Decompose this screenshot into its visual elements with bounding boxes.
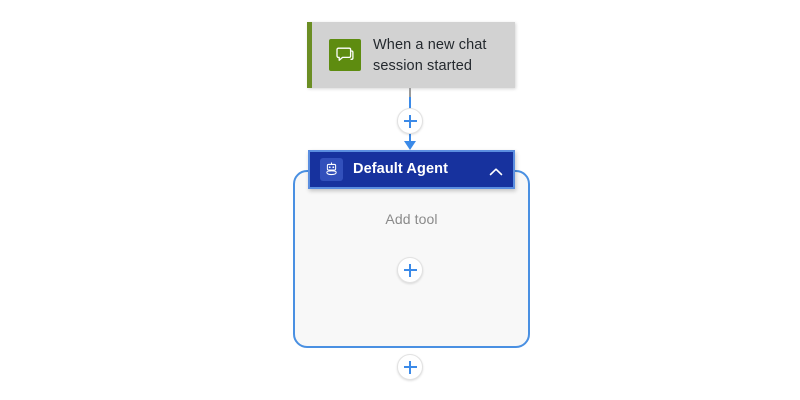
- trigger-title-line-1: When a new chat: [373, 37, 487, 53]
- add-step-button-connector[interactable]: [397, 108, 423, 134]
- plus-icon-vertical: [409, 360, 411, 374]
- connector-stub: [409, 88, 411, 98]
- agent-node-default-agent[interactable]: Default Agent: [308, 150, 515, 189]
- trigger-title-line-2: session started: [373, 58, 473, 74]
- agent-node-title: Default Agent: [353, 161, 449, 177]
- plus-icon-vertical: [409, 114, 411, 128]
- plus-icon-vertical: [409, 263, 411, 277]
- bot-icon: [320, 158, 343, 181]
- chevron-up-icon[interactable]: [489, 164, 503, 176]
- add-tool-label: Add tool: [385, 211, 438, 227]
- chat-bubble-icon: [329, 39, 361, 71]
- connector-arrowhead-icon: [404, 141, 416, 150]
- trigger-node-title: When a new chat session started: [373, 35, 507, 77]
- add-step-button-bottom[interactable]: [397, 354, 423, 380]
- add-tool-button[interactable]: [397, 257, 423, 283]
- trigger-accent-bar: [307, 22, 312, 88]
- trigger-node-when-new-chat-session-started[interactable]: When a new chat session started: [307, 22, 515, 88]
